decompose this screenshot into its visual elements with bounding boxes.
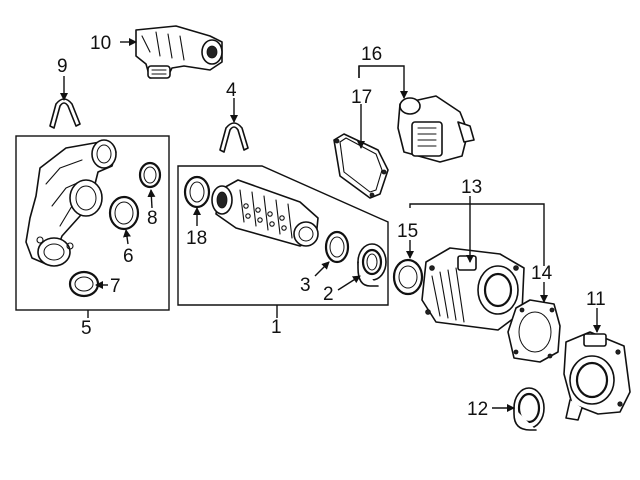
callout-1: 1 <box>271 317 282 338</box>
callout-18: 18 <box>186 228 207 249</box>
callout-8: 8 <box>147 208 158 229</box>
callout-17: 17 <box>351 87 372 108</box>
callout-2: 2 <box>323 284 334 305</box>
part-4-clip <box>219 122 249 153</box>
callout-11: 11 <box>586 289 606 310</box>
callout-labels: 10 9 4 16 17 13 15 14 11 12 18 3 2 1 5 6… <box>57 33 606 420</box>
part-17-gasket <box>333 133 389 199</box>
part-10-sensor <box>135 25 223 79</box>
part-2-coupler <box>357 243 387 287</box>
callout-6: 6 <box>123 246 134 267</box>
part-5-frame <box>15 135 170 311</box>
callout-13: 13 <box>461 177 482 198</box>
part-6-ring <box>108 195 140 231</box>
callout-14: 14 <box>531 263 553 284</box>
part-7-ring <box>68 270 100 298</box>
callout-5: 5 <box>81 318 92 339</box>
callout-16: 16 <box>361 44 382 65</box>
part-1-pipe <box>211 179 319 247</box>
part-8-ring <box>138 161 162 189</box>
part-5-housing <box>25 139 117 267</box>
part-16-actuator <box>397 95 475 163</box>
part-9-clip <box>49 98 81 129</box>
callout-9: 9 <box>57 56 68 77</box>
callout-7: 7 <box>110 276 121 297</box>
part-15-ring <box>392 258 424 296</box>
callout-3: 3 <box>300 275 311 296</box>
part-11-throttle-body <box>563 331 631 421</box>
callout-4: 4 <box>226 80 237 101</box>
part-13-throttle-body <box>421 247 525 331</box>
leader-lines <box>60 38 601 412</box>
part-3-ring <box>324 230 350 264</box>
callout-12: 12 <box>467 399 488 420</box>
callout-10: 10 <box>90 33 111 54</box>
part-18-ring <box>183 175 211 209</box>
part-14-gasket <box>507 299 561 363</box>
part-1-frame <box>177 165 389 306</box>
part-12-seal <box>513 387 545 431</box>
callout-15: 15 <box>397 221 418 242</box>
